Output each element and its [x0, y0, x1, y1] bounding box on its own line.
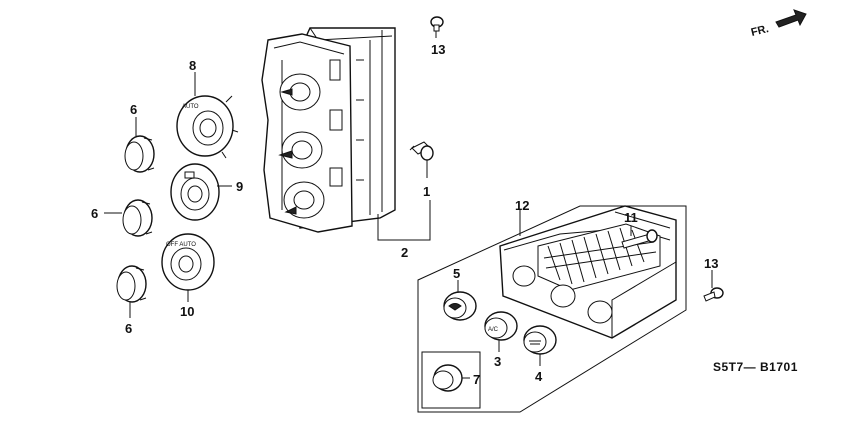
control-panel-part-12: [499, 205, 677, 339]
callout-6-top: 6: [130, 102, 137, 117]
callout-7: 7: [473, 372, 480, 387]
knob-part-8: AUTO: [176, 72, 239, 159]
callout-6-bottom: 6: [125, 321, 132, 336]
callout-1: 1: [423, 184, 430, 199]
off-auto-label: OFF AUTO: [166, 242, 196, 248]
screw-part-11: [621, 226, 658, 249]
part-7-frame: [421, 351, 481, 409]
button-part-5: [443, 280, 477, 321]
callout-5: 5: [453, 266, 460, 281]
direction-label: FR.: [750, 23, 770, 39]
screw-part-1: [409, 141, 434, 178]
screw-part-13-top: [430, 16, 444, 38]
button-part-3: A/C: [484, 311, 518, 352]
callout-10: 10: [180, 304, 194, 319]
callout-labels: 13 8 6 1 9 6 12 11 2 13 5 10 6 3 4 7: [91, 42, 718, 387]
front-direction-indicator: FR.: [750, 9, 807, 39]
control-unit-sockets: [278, 73, 325, 219]
callout-2: 2: [401, 245, 408, 260]
ac-label: A/C: [488, 327, 499, 333]
diagram-code: S5T7— B1701: [713, 360, 798, 374]
callout-12: 12: [515, 198, 529, 213]
callout-8: 8: [189, 58, 196, 73]
knob-part-6-top: [124, 117, 155, 173]
front-arrow-icon: [775, 9, 807, 28]
button-part-7: [421, 351, 481, 409]
knob-part-6-middle: [104, 199, 153, 237]
callout-9: 9: [236, 179, 243, 194]
panel-group-frame: [417, 205, 687, 413]
callout-13-top: 13: [431, 42, 445, 57]
part-2-bracket: [377, 200, 431, 241]
button-part-4: [523, 325, 557, 366]
knob-part-9: [170, 163, 232, 221]
callout-13-right: 13: [704, 256, 718, 271]
callout-11: 11: [624, 210, 638, 225]
control-unit-housing: [261, 27, 396, 233]
knob-part-6-bottom: [116, 265, 147, 318]
screw-part-13-right: [703, 270, 724, 302]
auto-label: AUTO: [182, 104, 199, 110]
callout-3: 3: [494, 354, 501, 369]
knob-part-10: OFF AUTO: [161, 233, 215, 302]
callout-6-middle: 6: [91, 206, 98, 221]
callout-4: 4: [535, 369, 543, 384]
